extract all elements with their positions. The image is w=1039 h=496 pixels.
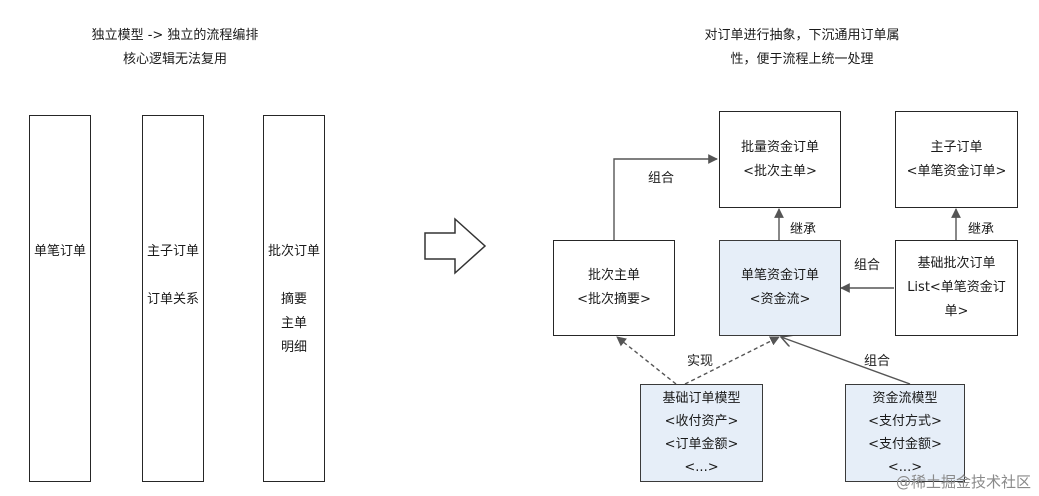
master-sub-order-box: 主子订单 <单笔资金订单> xyxy=(895,111,1018,208)
single-fund-order-title: 单笔资金订单 xyxy=(740,268,819,283)
master-sub-order-sub: <单笔资金订单> xyxy=(906,163,1007,179)
base-batch-order-line-3: 单> xyxy=(944,304,969,319)
batch-master-label: 主单 xyxy=(280,316,307,331)
batch-fund-order-sub: <批次主单> xyxy=(743,163,817,179)
batch-master-title: 批次主单 xyxy=(587,268,640,283)
inherit-label-1: 继承 xyxy=(790,222,817,237)
implement-arrow-batch-master xyxy=(616,336,677,385)
single-order-label: 单笔订单 xyxy=(33,244,86,259)
right-caption-line-1: 对订单进行抽象，下沉通用订单属 xyxy=(704,28,900,43)
implement-label: 实现 xyxy=(687,354,714,369)
base-order-model-title: 基础订单模型 xyxy=(662,391,741,406)
fund-flow-model-line-3: <支付金额> xyxy=(868,437,942,452)
order-relation-label: 订单关系 xyxy=(146,292,199,307)
inherit-label-2: 继承 xyxy=(968,222,995,237)
single-order-column: 单笔订单 xyxy=(29,115,91,482)
master-sub-order-column: 主子订单 订单关系 xyxy=(142,115,204,482)
base-order-model-line-3: <订单金额> xyxy=(664,437,739,452)
base-batch-order-box: 基础批次订单 List<单笔资金订 单> xyxy=(895,240,1018,336)
batch-master-sub: <批次摘要> xyxy=(577,292,651,307)
batch-detail-label: 明细 xyxy=(280,340,307,355)
left-caption-line-1: 独立模型 -> 独立的流程编排 xyxy=(91,28,259,43)
batch-master-box: 批次主单 <批次摘要> xyxy=(553,240,675,336)
base-order-model-line-4: <...> xyxy=(684,460,719,475)
batch-fund-order-title: 批量资金订单 xyxy=(740,139,819,155)
batch-order-column: 批次订单 摘要 主单 明细 xyxy=(263,115,325,482)
base-batch-order-title: 基础批次订单 xyxy=(917,256,996,271)
combine-label-3: 组合 xyxy=(864,354,891,369)
implement-arrow-single-fund xyxy=(684,336,780,385)
left-caption: 独立模型 -> 独立的流程编排 核心逻辑无法复用 xyxy=(60,24,290,72)
left-caption-line-2: 核心逻辑无法复用 xyxy=(122,52,227,67)
batch-fund-order-box: 批量资金订单 <批次主单> xyxy=(719,111,841,208)
combine-arrow-batch xyxy=(613,154,718,240)
single-fund-order-sub: <资金流> xyxy=(749,292,811,307)
base-order-model-box: 基础订单模型 <收付资产> <订单金额> <...> xyxy=(640,384,763,482)
fund-flow-model-line-4: <...> xyxy=(887,460,923,475)
master-sub-order-title: 主子订单 xyxy=(930,139,983,155)
master-sub-order-label: 主子订单 xyxy=(146,244,199,259)
transition-arrow-icon xyxy=(424,217,487,275)
fund-flow-model-box: 资金流模型 <支付方式> <支付金额> <...> xyxy=(845,384,965,482)
base-order-model-line-2: <收付资产> xyxy=(664,414,739,429)
batch-summary-label: 摘要 xyxy=(280,292,307,307)
fund-flow-model-title: 资金流模型 xyxy=(872,391,938,406)
fund-flow-model-line-2: <支付方式> xyxy=(868,414,942,429)
right-caption: 对订单进行抽象，下沉通用订单属 性，便于流程上统一处理 xyxy=(672,24,932,72)
combine-arrow-fund-flow xyxy=(781,337,911,385)
base-batch-order-line-2: List<单笔资金订 xyxy=(907,280,1006,295)
watermark: @稀土掘金技术社区 xyxy=(895,473,1031,491)
combine-label-1: 组合 xyxy=(648,171,675,186)
combine-label-2: 组合 xyxy=(854,258,881,273)
batch-order-label: 批次订单 xyxy=(267,244,320,259)
single-fund-order-box: 单笔资金订单 <资金流> xyxy=(719,240,841,336)
right-caption-line-2: 性，便于流程上统一处理 xyxy=(730,52,874,67)
